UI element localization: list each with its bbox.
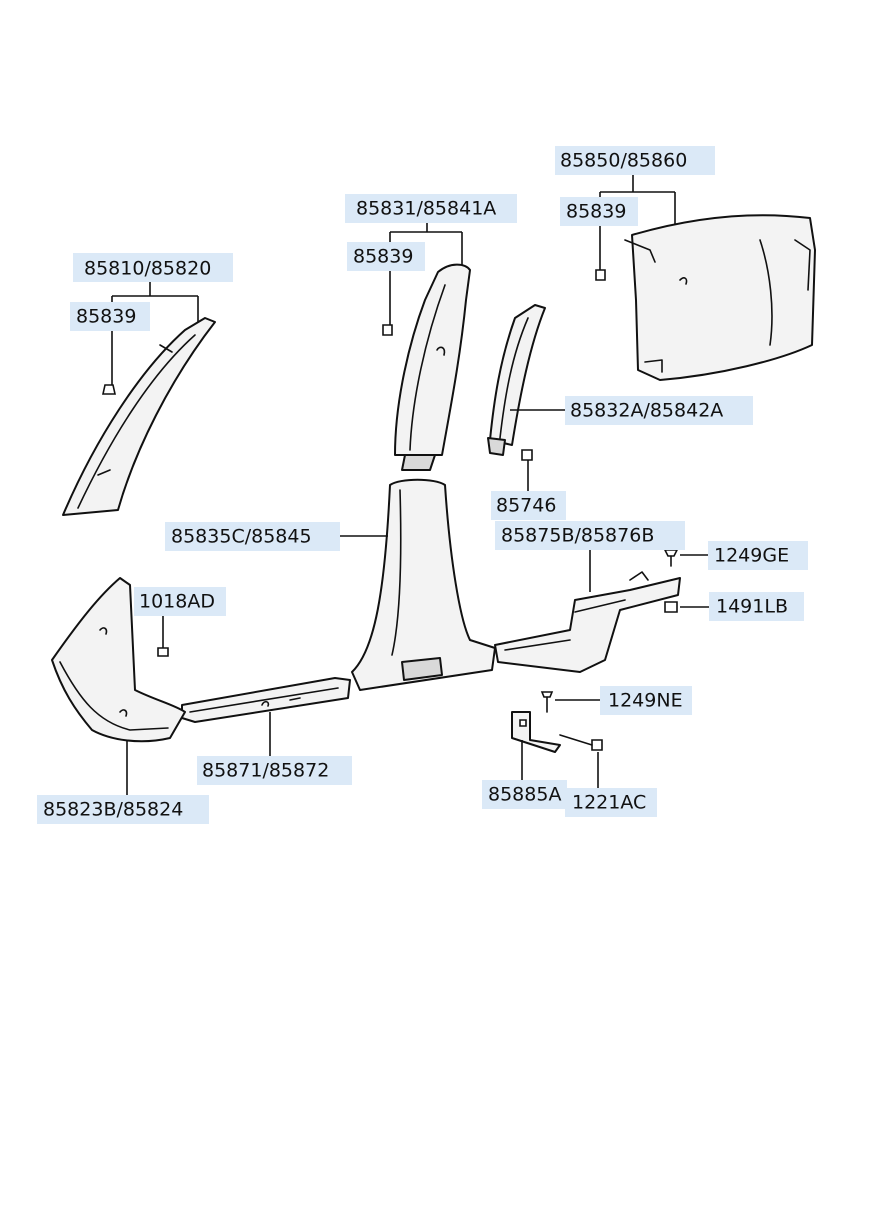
part-number-text: 85832A/85842A	[570, 400, 723, 422]
part-number-text: 1018AD	[139, 591, 215, 613]
part-number-text: 85746	[496, 495, 556, 517]
part-number-text: 85835C/85845	[171, 526, 312, 548]
part-label-85832A-85842A: 85832A/85842A	[565, 396, 753, 425]
part-label-1221AC: 1221AC	[565, 788, 657, 817]
part-label-1491LB: 1491LB	[709, 592, 804, 621]
fastener-1249NE	[540, 691, 554, 713]
part-number-text: 85885A	[488, 784, 561, 806]
cowl-side-trim	[51, 577, 186, 743]
part-number-text: 85823B/85824	[43, 799, 183, 821]
part-label-1018AD: 1018AD	[134, 587, 226, 616]
part-label-85850-85860: 85850/85860	[555, 146, 715, 175]
fastener-1221AC	[559, 734, 603, 751]
part-label-85823B-85824: 85823B/85824	[37, 795, 209, 824]
part-number-text: 1221AC	[572, 792, 646, 814]
part-number-text: 85839	[353, 246, 413, 268]
fastener-1491LB	[664, 601, 678, 613]
part-label-1249GE: 1249GE	[708, 541, 808, 570]
leader-lines	[111, 175, 710, 796]
rear-sill-trim	[494, 571, 681, 673]
part-label-85831-85841A: 85831/85841A	[345, 194, 517, 223]
b-pillar-lower-trim	[351, 478, 496, 691]
part-label-1249NE: 1249NE	[600, 686, 692, 715]
part-number-text: 85871/85872	[202, 760, 329, 782]
part-label-85835C-85845: 85835C/85845	[165, 522, 340, 551]
part-label-85810-85820: 85810/85820	[73, 253, 233, 282]
part-number-text: 1249GE	[714, 545, 789, 567]
part-number-text: 1249NE	[608, 690, 683, 712]
part-number-text: 1491LB	[716, 596, 788, 618]
bracket-85885A	[511, 711, 561, 753]
a-pillar-trim	[62, 317, 216, 516]
c-pillar-trim	[487, 304, 546, 461]
quarter-trim-upper	[595, 214, 816, 381]
part-label-85839-apillar: 85839	[70, 302, 150, 331]
part-label-85885A: 85885A	[482, 780, 567, 809]
part-label-85839-quarter: 85839	[560, 197, 638, 226]
part-label-85746: 85746	[491, 491, 566, 520]
part-number-text: 85810/85820	[84, 258, 211, 280]
part-number-text: 85831/85841A	[356, 198, 496, 220]
b-pillar-upper-trim	[382, 263, 471, 471]
side-sill-trim	[181, 677, 351, 723]
part-label-85871-85872: 85871/85872	[197, 756, 352, 785]
fastener-1249GE	[663, 549, 679, 567]
part-label-85839-bpillar: 85839	[347, 242, 425, 271]
part-number-text: 85850/85860	[560, 150, 687, 172]
part-number-text: 85875B/85876B	[501, 525, 654, 547]
part-label-85875B-85876B: 85875B/85876B	[495, 521, 685, 550]
part-number-text: 85839	[76, 306, 136, 328]
part-number-text: 85839	[566, 201, 626, 223]
